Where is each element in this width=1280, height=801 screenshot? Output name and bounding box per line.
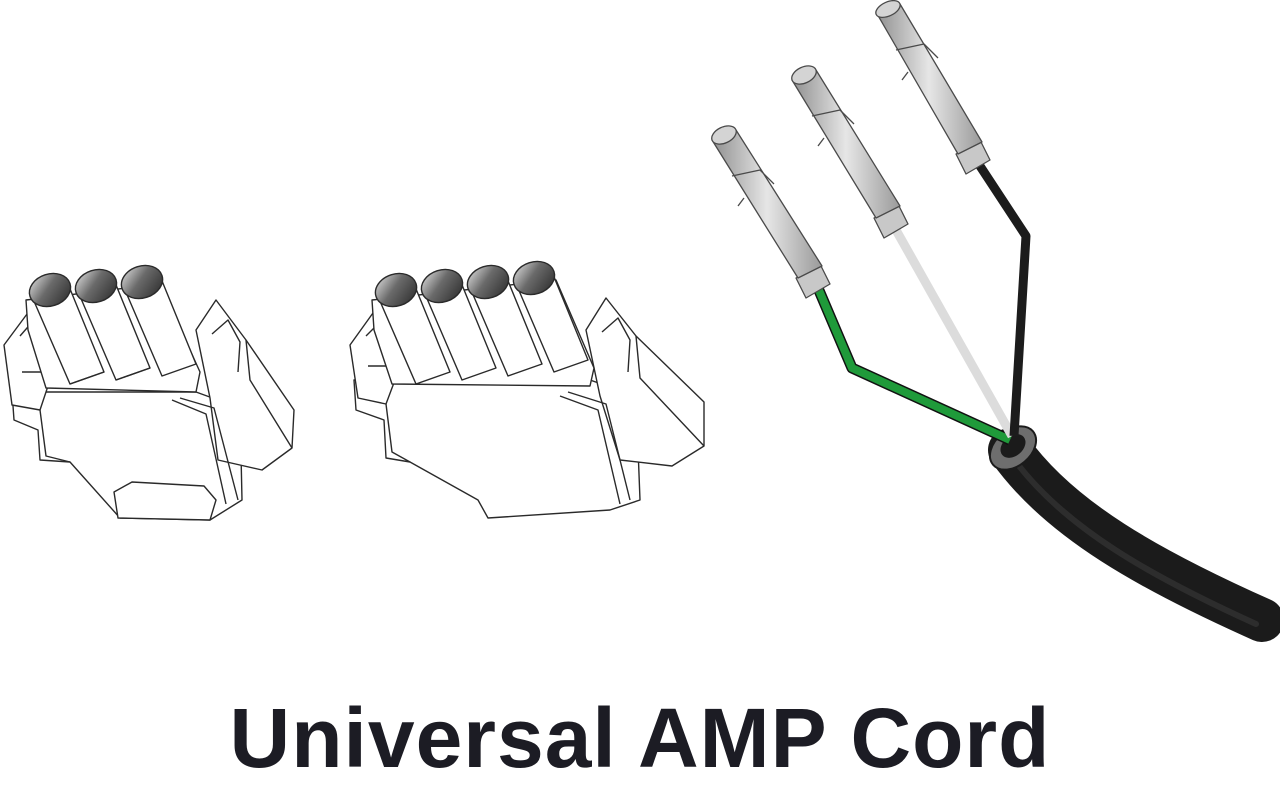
pin-terminal xyxy=(791,65,909,239)
four-pin-connector-icon xyxy=(349,260,705,519)
three-pin-connector-icon xyxy=(3,264,295,521)
cable-jacket xyxy=(988,428,1280,642)
pin-terminal xyxy=(711,125,831,299)
cable-with-pins-icon xyxy=(711,0,1280,642)
white-wire xyxy=(892,227,1016,439)
caption-title: Universal AMP Cord xyxy=(229,691,1051,785)
black-wire xyxy=(976,163,1031,437)
pin-terminal xyxy=(875,0,991,175)
